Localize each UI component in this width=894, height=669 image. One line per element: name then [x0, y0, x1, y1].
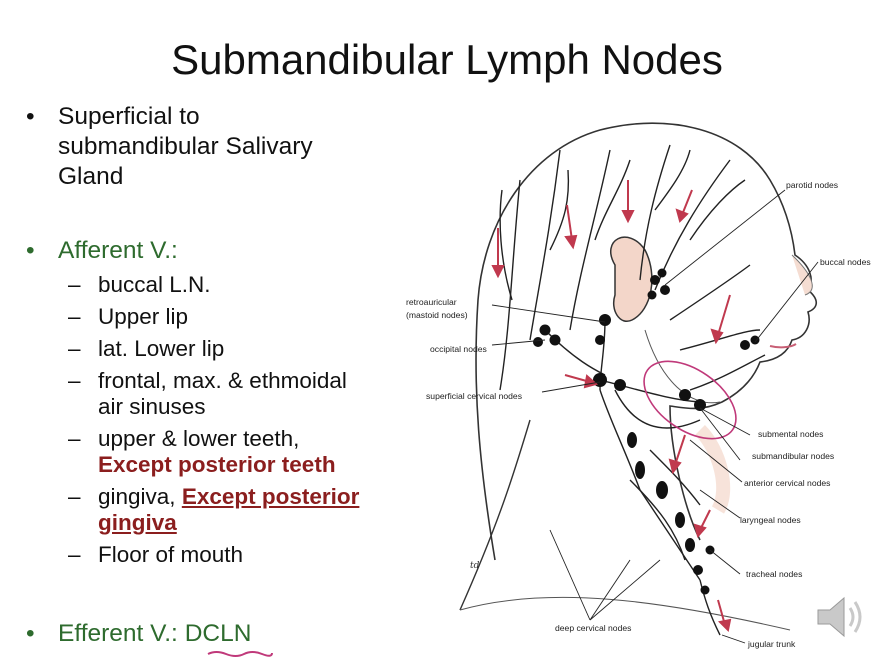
lymph-nodes: [533, 268, 760, 595]
lymph-node-illustration: parotid nodes buccal nodes retroauricula…: [406, 122, 871, 649]
exception-text: Except posterior: [181, 484, 360, 509]
efferent-label: Efferent V.:: [58, 620, 185, 647]
afferent-item: –Floor of mouth: [68, 542, 244, 567]
label-jugular-trunk: jugular trunk: [747, 639, 796, 649]
bullet-text-line: Superficial to: [58, 103, 200, 130]
exception-text: gingiva: [98, 510, 177, 535]
artist-signature: td: [470, 561, 480, 571]
afferent-list: –buccal L.N. –Upper lip –lat. Lower lip …: [24, 272, 404, 568]
cheek-shade: [694, 425, 731, 514]
label-deep-cervical: deep cervical nodes: [555, 623, 631, 633]
efferent-value: DCLN: [184, 620, 252, 647]
annotation-underline: [207, 651, 273, 657]
label-submandibular: submandibular nodes: [752, 451, 834, 461]
bullet-dot-icon: •: [26, 237, 35, 264]
label-parotid: parotid nodes: [786, 180, 838, 190]
label-tracheal: tracheal nodes: [746, 569, 802, 579]
slide-title: Submandibular Lymph Nodes: [171, 36, 723, 83]
leader-lines: [491, 189, 819, 644]
lip-shade: [769, 343, 797, 349]
lymph-vessels: [499, 144, 766, 636]
label-laryngeal: laryngeal nodes: [740, 515, 801, 525]
flow-arrows: [491, 180, 732, 633]
annotation-circle: [643, 360, 737, 440]
bullet-dot-icon: •: [26, 620, 35, 647]
label-buccal: buccal nodes: [820, 257, 871, 267]
bullet-superficial: • Superficial to submandibular Salivary …: [24, 102, 404, 192]
jaw-line: [644, 329, 721, 404]
label-anterior-cervical: anterior cervical nodes: [744, 478, 830, 488]
bullet-dot-icon: •: [26, 103, 35, 130]
speaker-icon[interactable]: [810, 588, 870, 646]
shoulder-line: [459, 596, 791, 631]
ear-outline: [609, 236, 653, 323]
bullet-efferent: • Efferent V.: DCLN: [24, 619, 251, 649]
label-superficial-cervical: superficial cervical nodes: [426, 391, 522, 401]
bullet-list: • Superficial to submandibular Salivary …: [24, 102, 404, 647]
bullet-text-line: Gland: [58, 163, 124, 190]
label-mastoid: (mastoid nodes): [406, 310, 468, 320]
afferent-item: –Upper lip: [68, 304, 189, 329]
head-outline: [475, 122, 818, 561]
neck-back: [459, 419, 531, 611]
bullet-afferent: • Afferent V.:: [24, 236, 404, 266]
label-occipital: occipital nodes: [430, 344, 487, 354]
afferent-item: –buccal L.N.: [68, 272, 211, 297]
label-retroauricular: retroauricular: [406, 297, 457, 307]
afferent-label: Afferent V.:: [58, 237, 178, 264]
label-submental: submental nodes: [758, 429, 823, 439]
bullet-text-line: submandibular Salivary: [58, 133, 313, 160]
nose-shade: [791, 254, 813, 296]
exception-text: Except posterior teeth: [98, 452, 336, 477]
afferent-item: –upper & lower teeth,Except posterior te…: [68, 426, 336, 477]
afferent-item: –lat. Lower lip: [68, 336, 225, 361]
